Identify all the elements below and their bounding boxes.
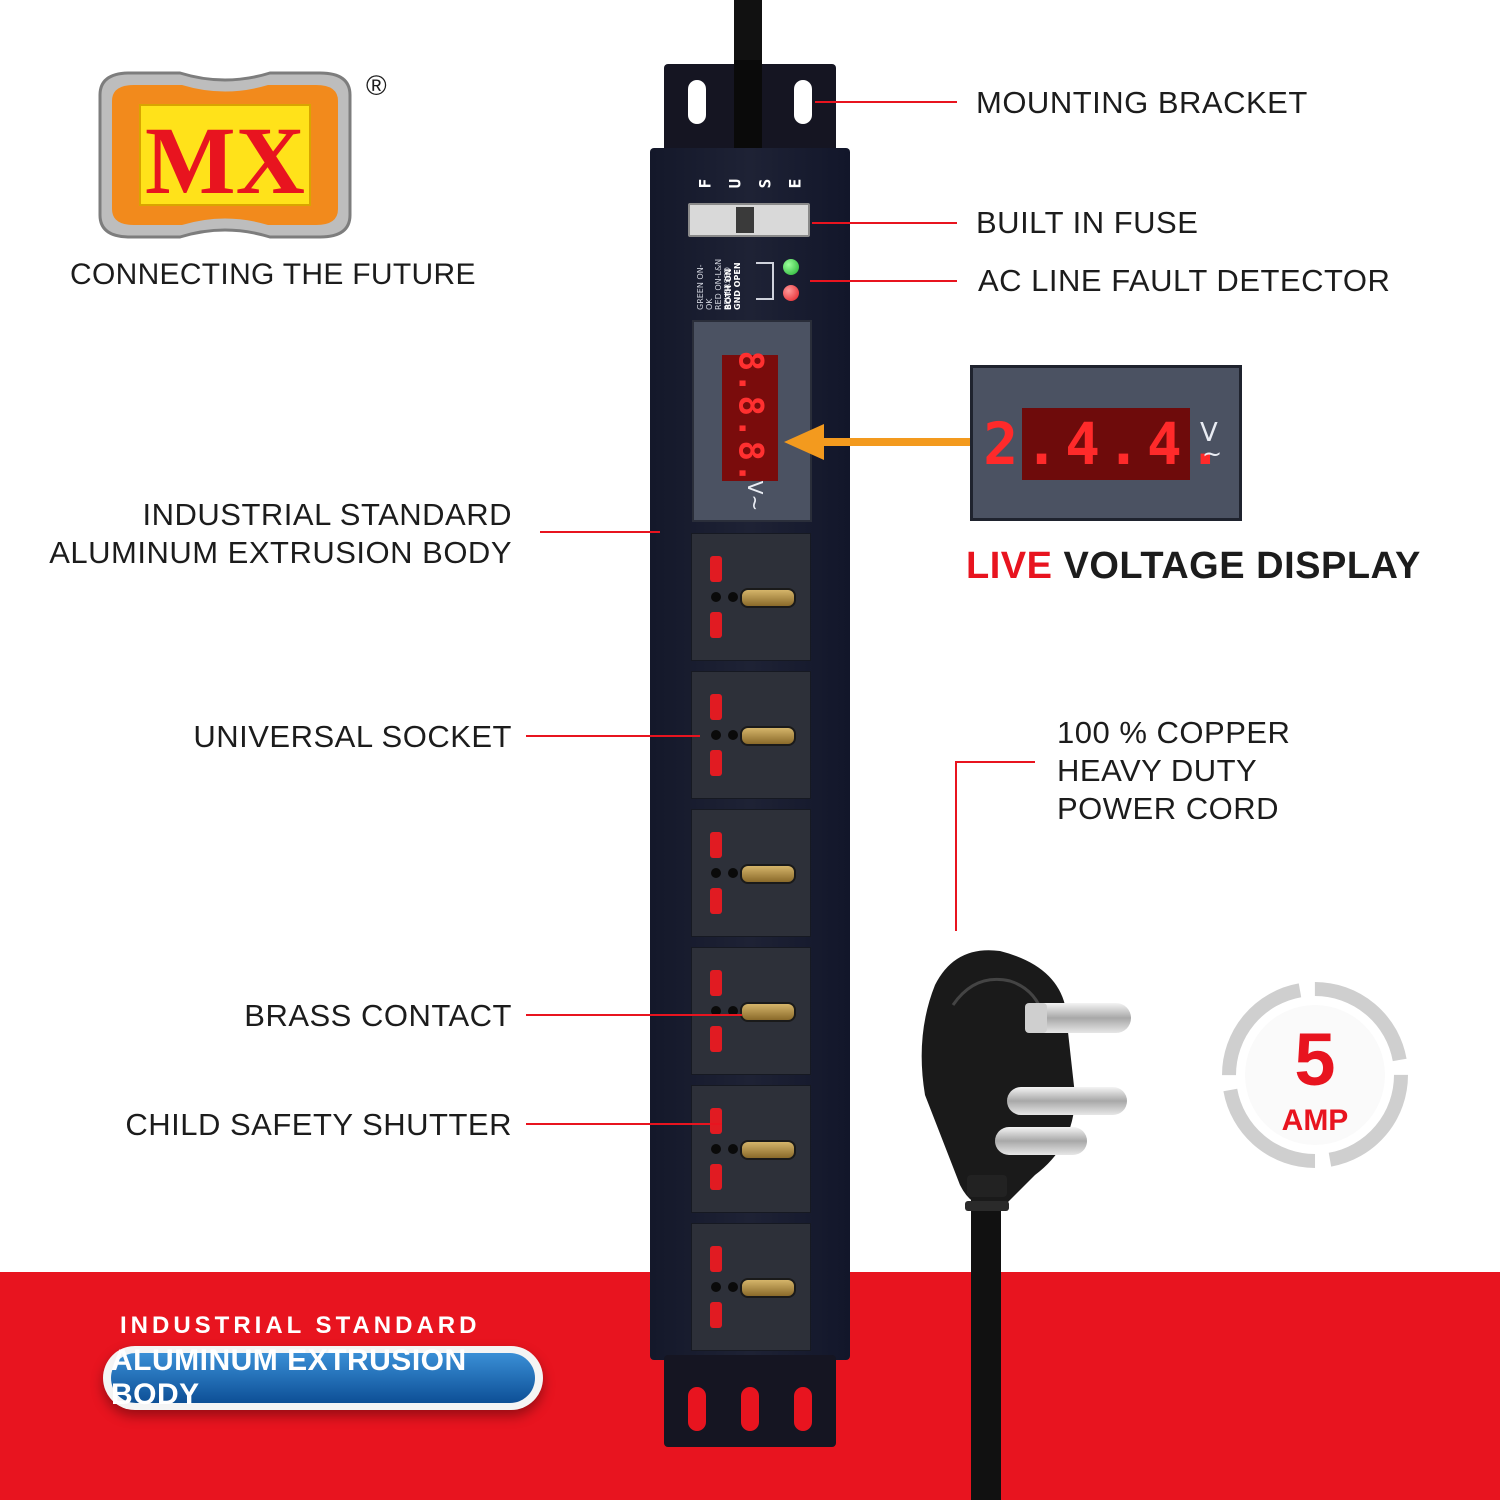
- universal-socket[interactable]: [691, 1085, 811, 1213]
- socket-shutter-bottom: [710, 888, 722, 914]
- socket-shutter-bottom: [710, 1302, 722, 1328]
- callout-copper-line3: POWER CORD: [1057, 791, 1279, 826]
- socket-shutter-top: [710, 832, 722, 858]
- callout-copper-line1: 100 % COPPER: [1057, 715, 1291, 750]
- strip-display-unit: V~: [743, 480, 768, 512]
- brass-contact: [740, 864, 796, 884]
- socket-hole: [728, 1144, 738, 1154]
- bracket-slot: [688, 1387, 706, 1431]
- socket-shutter-top: [710, 1246, 722, 1272]
- socket-shutter-bottom: [710, 1164, 722, 1190]
- socket-hole: [711, 592, 721, 602]
- detector-legend-2: BOTH ON GND OPEN: [724, 254, 742, 310]
- strip-display-digits-text: 8.8.8.: [730, 350, 771, 486]
- callout-line-bracket: [815, 101, 957, 103]
- callout-fault-detector: AC LINE FAULT DETECTOR: [978, 263, 1391, 298]
- callout-line-socket: [526, 735, 700, 737]
- callout-line-cord-h: [955, 761, 1035, 763]
- detector-legend-line: BOTH ON: [724, 268, 733, 310]
- socket-hole: [711, 1006, 721, 1016]
- callout-mounting-bracket: MOUNTING BRACKET: [976, 85, 1308, 120]
- universal-socket[interactable]: [691, 533, 811, 661]
- strip-display-digits: 8.8.8.: [722, 351, 778, 485]
- bracket-slot: [794, 1387, 812, 1431]
- callout-line-cord-v: [955, 761, 957, 931]
- registered-mark: ®: [366, 70, 387, 101]
- socket-hole: [711, 1144, 721, 1154]
- aluminum-body-pill-text: ALUMINUM EXTRUSION BODY: [111, 1344, 535, 1411]
- callout-line-detector: [810, 280, 957, 282]
- socket-hole: [711, 730, 721, 740]
- socket-shutter-top: [710, 694, 722, 720]
- brass-contact: [740, 1140, 796, 1160]
- orange-arrow-icon: [784, 420, 974, 464]
- socket-hole: [711, 868, 721, 878]
- callout-copper-line2: HEAVY DUTY: [1057, 753, 1258, 788]
- socket-shutter-bottom: [710, 612, 722, 638]
- socket-hole: [711, 1282, 721, 1292]
- socket-shutter-top: [710, 970, 722, 996]
- live-title-highlight: LIVE: [966, 545, 1053, 587]
- amp-value: 5: [1294, 1018, 1336, 1101]
- bracket-slot: [794, 80, 812, 124]
- callout-body-line2: ALUMINUM EXTRUSION BODY: [49, 535, 512, 570]
- universal-socket[interactable]: [691, 947, 811, 1075]
- fuse-label: F U S E: [695, 174, 804, 193]
- brand-tagline: CONNECTING THE FUTURE: [70, 258, 476, 291]
- callout-line-shutter: [526, 1123, 722, 1125]
- logo-text: MX: [145, 107, 305, 214]
- bottom-mounting-bracket: [664, 1355, 836, 1447]
- socket-shutter-bottom: [710, 1026, 722, 1052]
- plug-icon: [915, 945, 1145, 1500]
- brass-contact: [740, 1002, 796, 1022]
- red-led-icon: [783, 285, 799, 301]
- power-cord-entry: [734, 60, 762, 160]
- socket-hole: [728, 868, 738, 878]
- callout-built-in-fuse: BUILT IN FUSE: [976, 205, 1199, 240]
- callout-brass-contact: BRASS CONTACT: [244, 998, 512, 1033]
- industrial-standard-label: INDUSTRIAL STANDARD: [120, 1312, 481, 1339]
- callout-line-brass: [526, 1014, 742, 1016]
- bracket-slot: [688, 80, 706, 124]
- fuse-holder[interactable]: [688, 203, 810, 237]
- live-voltage-unit: V: [1200, 418, 1218, 448]
- brass-contact: [740, 588, 796, 608]
- callout-universal-socket: UNIVERSAL SOCKET: [193, 719, 512, 754]
- brass-contact: [740, 726, 796, 746]
- universal-socket[interactable]: [691, 671, 811, 799]
- amp-ring-icon: [1220, 980, 1410, 1170]
- ac-tilde-icon: ~: [1202, 440, 1223, 468]
- detector-legend-line: GND OPEN: [733, 262, 742, 310]
- fuse-letter: F: [695, 178, 715, 189]
- fuse-letter: U: [725, 178, 745, 189]
- fuse-letter: S: [755, 178, 775, 189]
- socket-shutter-bottom: [710, 750, 722, 776]
- fuse-letter: E: [785, 178, 805, 189]
- bracket-slot: [741, 1387, 759, 1431]
- universal-socket[interactable]: [691, 1223, 811, 1351]
- amp-unit: AMP: [1281, 1104, 1349, 1137]
- callout-body-line1: INDUSTRIAL STANDARD: [142, 497, 512, 532]
- callout-line-fuse: [812, 222, 957, 224]
- live-title-rest: VOLTAGE DISPLAY: [1063, 545, 1421, 587]
- detector-bracket-icon: [756, 262, 774, 300]
- callout-line-body: [540, 531, 660, 533]
- universal-socket[interactable]: [691, 809, 811, 937]
- socket-hole: [728, 1006, 738, 1016]
- socket-shutter-top: [710, 1108, 722, 1134]
- live-voltage-title: LIVE VOLTAGE DISPLAY: [966, 545, 1421, 588]
- brass-contact: [740, 1278, 796, 1298]
- callout-child-safety: CHILD SAFETY SHUTTER: [125, 1107, 512, 1142]
- socket-hole: [728, 592, 738, 602]
- mx-logo: MX: [90, 65, 360, 245]
- socket-hole: [728, 1282, 738, 1292]
- socket-shutter-top: [710, 556, 722, 582]
- detector-legend-line: GREEN ON-OK: [696, 264, 714, 310]
- socket-hole: [728, 730, 738, 740]
- fuse-cap: [736, 207, 754, 233]
- green-led-icon: [783, 259, 799, 275]
- live-voltage-digits: 2.4.4.: [983, 408, 1229, 480]
- aluminum-body-pill: ALUMINUM EXTRUSION BODY: [103, 1344, 543, 1411]
